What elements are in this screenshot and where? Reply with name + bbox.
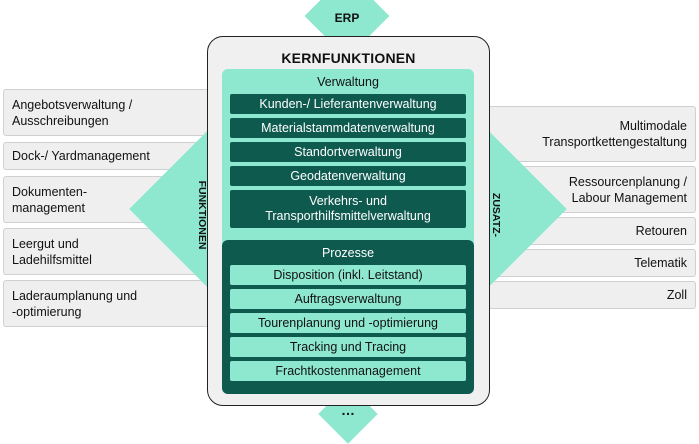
verwaltung-item-4-label: Geodatenverwaltung — [290, 168, 406, 183]
prozesse-item-5-label: Frachtkostenmanagement — [275, 363, 421, 378]
kernfunktionen-panel: KERNFUNKTIONEN Verwaltung Kunden-/ Liefe… — [207, 36, 490, 406]
prozesse-title: Prozesse — [321, 246, 375, 260]
prozesse-section: Prozesse Disposition (inkl. Leitstand) A… — [222, 240, 474, 394]
verwaltung-item-4: Geodatenverwaltung — [230, 166, 466, 186]
erp-label: ERP — [334, 11, 360, 25]
right-item-4: Telematik — [470, 249, 696, 277]
prozesse-item-3: Tourenplanung und -optimierung — [230, 313, 466, 333]
verwaltung-item-2-label: Materialstammdatenverwaltung — [261, 120, 435, 135]
verwaltung-item-1: Kunden-/ Lieferantenverwaltung — [230, 94, 466, 114]
bottom-ellipsis: … — [341, 402, 355, 418]
verwaltung-item-3-label: Standortverwaltung — [294, 144, 402, 159]
prozesse-item-5: Frachtkostenmanagement — [230, 361, 466, 381]
left-item-5-label: Laderaumplanung und -optimierung — [12, 288, 138, 319]
verwaltung-item-1-label: Kunden-/ Lieferantenverwaltung — [259, 96, 437, 111]
prozesse-item-1-label: Disposition (inkl. Leitstand) — [273, 267, 423, 282]
right-item-1-label: Multimodale Transportkettengestaltung — [542, 119, 687, 149]
verwaltung-section: Verwaltung Kunden-/ Lieferantenverwaltun… — [222, 69, 474, 265]
verwaltung-item-2: Materialstammdatenverwaltung — [230, 118, 466, 138]
right-item-5-label: Zoll — [666, 288, 687, 302]
kernfunktionen-title: KERNFUNKTIONEN — [281, 50, 416, 66]
left-item-1: Angebotsverwaltung / Ausschreibungen — [3, 89, 229, 136]
left-item-3-label: Dokumenten- management — [12, 184, 88, 215]
right-item-5: Zoll — [470, 281, 696, 309]
right-item-3-label: Retouren — [635, 224, 687, 238]
verwaltung-title: Verwaltung — [317, 75, 379, 89]
left-item-2-label: Dock-/ Yardmanagement — [12, 149, 150, 163]
prozesse-item-4-label: Tracking und Tracing — [289, 339, 407, 354]
verwaltung-item-5-label: Verkehrs- und Transporthilfsmittelverwal… — [265, 194, 431, 223]
verwaltung-item-3: Standortverwaltung — [230, 142, 466, 162]
prozesse-item-3-label: Tourenplanung und -optimierung — [258, 315, 438, 330]
right-item-2-label: Ressourcenplanung / Labour Management — [568, 174, 687, 205]
prozesse-item-1: Disposition (inkl. Leitstand) — [230, 265, 466, 285]
prozesse-item-2-label: Auftragsverwaltung — [294, 291, 402, 306]
left-item-1-label: Angebotsverwaltung / Ausschreibungen — [12, 97, 133, 128]
prozesse-item-4: Tracking und Tracing — [230, 337, 466, 357]
right-item-4-label: Telematik — [634, 256, 687, 270]
verwaltung-item-5: Verkehrs- und Transporthilfsmittelverwal… — [230, 190, 466, 228]
prozesse-item-2: Auftragsverwaltung — [230, 289, 466, 309]
left-item-5: Laderaumplanung und -optimierung — [3, 280, 229, 327]
left-item-4-label: Leergut und Ladehilfsmittel — [12, 236, 92, 267]
